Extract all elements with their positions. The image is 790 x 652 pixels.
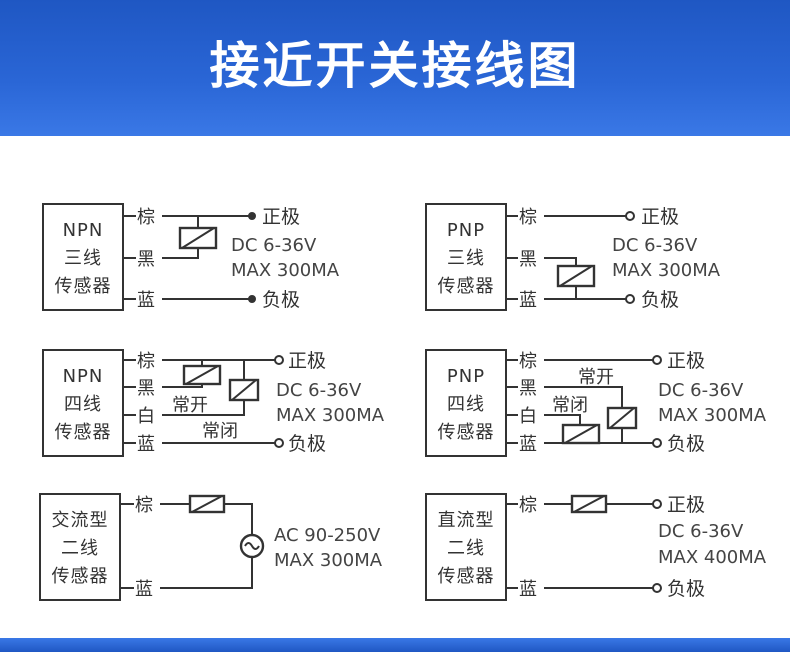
voltage-spec: DC 6-36V: [231, 235, 317, 256]
sensor-name-label: 传感器: [52, 566, 109, 587]
negative-terminal-label: 负极: [667, 578, 705, 600]
sensor-name-label: 传感器: [55, 422, 112, 443]
negative-terminal-label: 负极: [288, 433, 326, 455]
wire-label-white: 白: [519, 406, 537, 427]
terminal-dot: [274, 355, 284, 365]
voltage-spec: DC 6-36V: [276, 380, 362, 401]
negative-terminal-label: 负极: [641, 289, 679, 311]
relay-coil-icon: [556, 264, 596, 288]
sensor-name-label: 传感器: [438, 422, 495, 443]
wire-label-blue: 蓝: [135, 579, 153, 600]
current-spec: MAX 400MA: [658, 547, 767, 568]
terminal-dot: [652, 583, 662, 593]
wire-label-blue: 蓝: [137, 290, 155, 311]
sensor-type-label: 交流型: [52, 510, 109, 531]
positive-terminal-label: 正极: [262, 206, 300, 228]
diagram-npn-3wire: NPN 三线 传感器 棕 黑 蓝 正极 负极 DC 6-36V MAX 300M…: [42, 203, 340, 311]
current-spec: MAX 300MA: [658, 405, 767, 426]
sensor-wire-count-label: 四线: [447, 394, 485, 415]
wire-label-brown: 棕: [519, 207, 537, 228]
voltage-spec: DC 6-36V: [612, 235, 698, 256]
wiring-diagrams: NPN 三线 传感器 棕 黑 蓝 正极 负极 DC 6-36V MAX 300M…: [39, 203, 767, 601]
sensor-name-label: 传感器: [55, 276, 112, 297]
header-banner: 接近开关接线图: [0, 0, 790, 136]
resistor-load-icon: [570, 494, 608, 514]
voltage-spec: DC 6-36V: [658, 521, 744, 542]
voltage-spec: DC 6-36V: [658, 380, 744, 401]
sensor-type-label: NPN: [63, 366, 104, 387]
positive-terminal-label: 正极: [667, 350, 705, 372]
sensor-box: [425, 349, 507, 457]
sensor-box: [425, 493, 507, 601]
normally-open-label: 常开: [172, 395, 208, 416]
resistor-load-icon: [188, 494, 226, 514]
terminal-dot: [625, 211, 635, 221]
sensor-wire-count-label: 四线: [64, 394, 102, 415]
sensor-type-label: 直流型: [438, 510, 495, 531]
positive-terminal-label: 正极: [288, 350, 326, 372]
wire-label-black: 黑: [137, 249, 155, 270]
wire-label-black: 黑: [137, 378, 155, 399]
relay-coil-icon: [606, 406, 638, 430]
ac-source-icon: [239, 533, 265, 559]
negative-terminal-label: 负极: [667, 433, 705, 455]
wire-label-brown: 棕: [137, 351, 155, 372]
page-title: 接近开关接线图: [209, 37, 581, 95]
relay-coil-icon: [228, 378, 260, 402]
current-spec: MAX 300MA: [231, 260, 340, 281]
sensor-box: [425, 203, 507, 311]
normally-closed-label: 常闭: [202, 421, 238, 442]
wire-label-brown: 棕: [135, 495, 153, 516]
current-spec: MAX 300MA: [612, 260, 721, 281]
sensor-wire-count-label: 三线: [447, 248, 485, 269]
current-spec: MAX 300MA: [276, 405, 385, 426]
wire-label-blue: 蓝: [137, 434, 155, 455]
sensor-type-label: PNP: [447, 366, 485, 387]
wire-label-black: 黑: [519, 378, 537, 399]
positive-terminal-label: 正极: [641, 206, 679, 228]
wire-label-blue: 蓝: [519, 579, 537, 600]
sensor-wire-count-label: 二线: [447, 538, 485, 559]
diagram-pnp-3wire: PNP 三线 传感器 棕 黑 蓝 正极 负极 DC 6-36V MAX 300M…: [425, 203, 721, 311]
wire-label-blue: 蓝: [519, 434, 537, 455]
terminal-dot: [248, 212, 256, 220]
diagram-dc-2wire: 直流型 二线 传感器 棕 蓝 正极 负极 DC 6-36V MAX 400MA: [425, 493, 767, 601]
terminal-dot: [625, 294, 635, 304]
sensor-name-label: 传感器: [438, 276, 495, 297]
current-spec: MAX 300MA: [274, 550, 383, 571]
sensor-wire-count-label: 二线: [61, 538, 99, 559]
terminal-dot: [274, 438, 284, 448]
diagram-pnp-4wire: PNP 四线 传感器 棕 黑 白 蓝 常开 常闭 正极 负极 DC 6-36V …: [425, 349, 767, 457]
diagram-ac-2wire: 交流型 二线 传感器 棕 蓝 AC 90-250V MAX 300MA: [39, 493, 383, 601]
terminal-dot: [652, 438, 662, 448]
relay-coil-icon: [561, 423, 601, 445]
sensor-wire-count-label: 三线: [64, 248, 102, 269]
wire-label-blue: 蓝: [519, 290, 537, 311]
normally-open-label: 常开: [578, 367, 614, 388]
terminal-dot: [652, 355, 662, 365]
wire-label-black: 黑: [519, 249, 537, 270]
wire-label-white: 白: [137, 406, 155, 427]
wire-label-brown: 棕: [137, 207, 155, 228]
wire-label-brown: 棕: [519, 351, 537, 372]
sensor-type-label: PNP: [447, 220, 485, 241]
footer-bar: [0, 638, 790, 652]
wire-label-brown: 棕: [519, 495, 537, 516]
normally-closed-label: 常闭: [552, 395, 588, 416]
sensor-type-label: NPN: [63, 220, 104, 241]
relay-coil-icon: [182, 364, 222, 386]
sensor-box: [42, 203, 124, 311]
terminal-dot: [248, 295, 256, 303]
sensor-box: [39, 493, 121, 601]
relay-coil-icon: [178, 226, 218, 250]
sensor-box: [42, 349, 124, 457]
diagram-npn-4wire: NPN 四线 传感器 棕 黑 白 蓝 常开 常闭 正极 负极 DC 6-36V: [42, 349, 385, 457]
sensor-name-label: 传感器: [438, 566, 495, 587]
terminal-dot: [652, 499, 662, 509]
positive-terminal-label: 正极: [667, 494, 705, 516]
negative-terminal-label: 负极: [262, 289, 300, 311]
voltage-spec: AC 90-250V: [274, 525, 381, 546]
